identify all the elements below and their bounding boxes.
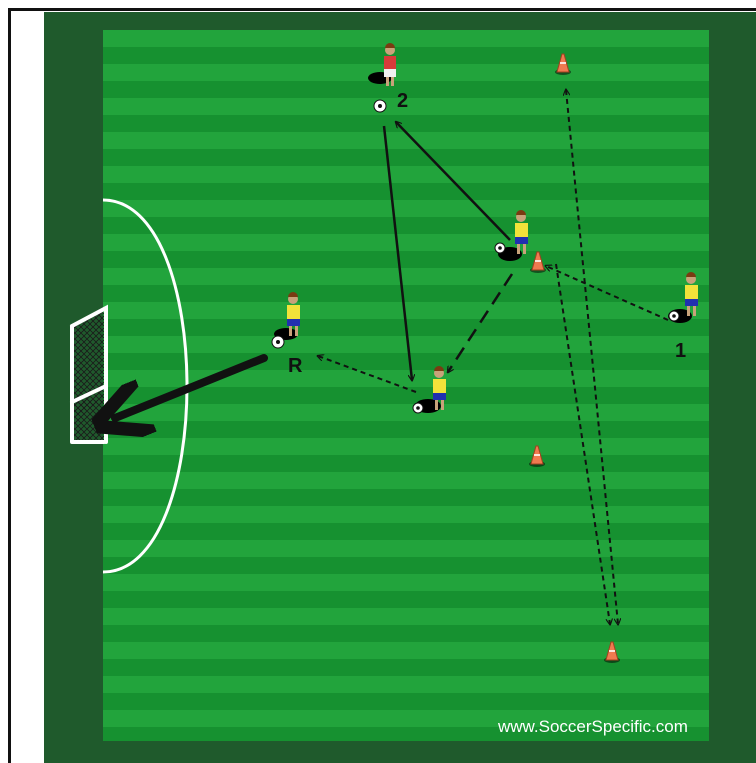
pitch-stripe [103, 149, 709, 166]
label-player-1: 1 [675, 340, 686, 362]
label-player-2: 2 [397, 90, 408, 112]
pitch-stripe [103, 625, 709, 642]
pitch-stripe [103, 285, 709, 302]
pitch-stripe [103, 183, 709, 200]
pitch-stripe [103, 353, 709, 370]
pitch-stripe [103, 251, 709, 268]
pitch-stripe [103, 455, 709, 472]
goal-net-lower [70, 400, 104, 442]
pitch-stripe [103, 217, 709, 234]
goal [70, 308, 106, 442]
pitch-stripe [103, 115, 709, 132]
pitch-stripe [103, 47, 709, 64]
pitch-stripe [103, 421, 709, 438]
pitch-stripe [103, 523, 709, 540]
pitch-stripe [103, 693, 709, 710]
watermark: www.SoccerSpecific.com [497, 717, 688, 736]
pitch-stripe [103, 489, 709, 506]
frame-border-top [8, 8, 756, 11]
pitch-stripe [103, 557, 709, 574]
pitch-stripe [103, 591, 709, 608]
label-receiver: R [288, 355, 303, 377]
frame-border-left [8, 8, 11, 763]
